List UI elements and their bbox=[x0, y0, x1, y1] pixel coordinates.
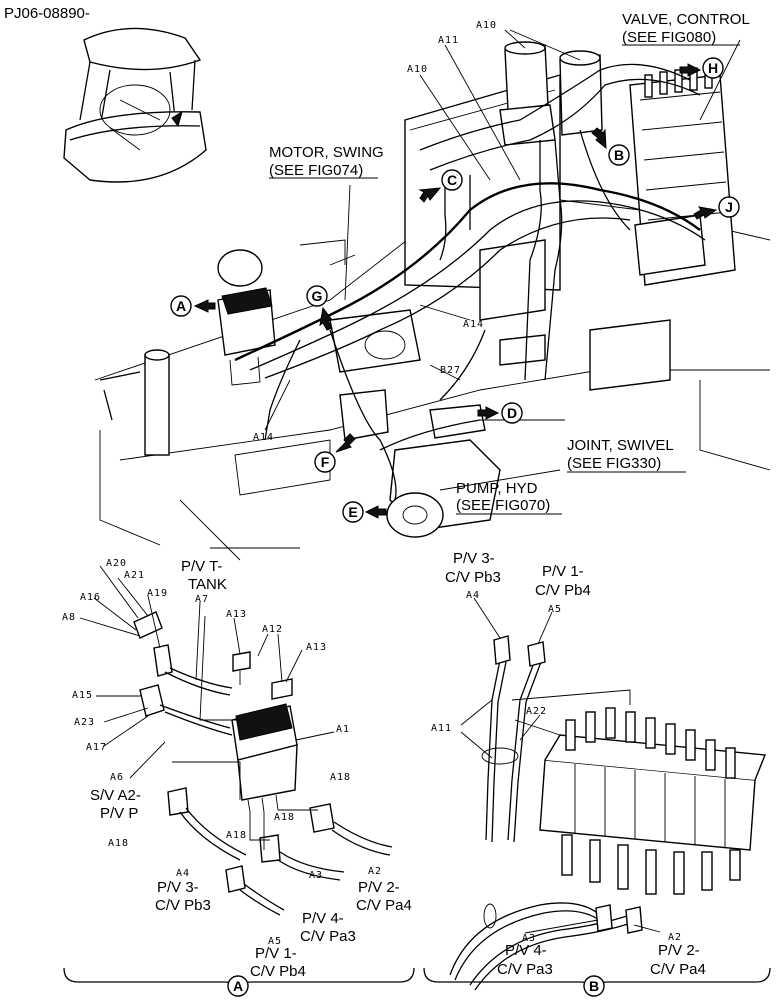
svg-text:E: E bbox=[348, 504, 357, 520]
svg-text:P/V T-: P/V T- bbox=[181, 558, 222, 575]
svg-text:C/V Pb3: C/V Pb3 bbox=[445, 569, 501, 586]
svg-text:B27: B27 bbox=[440, 365, 461, 376]
svg-text:A14: A14 bbox=[463, 319, 484, 330]
svg-text:A11: A11 bbox=[438, 35, 459, 46]
callout-d: D bbox=[477, 402, 523, 424]
svg-text:P/V P: P/V P bbox=[100, 805, 138, 822]
svg-text:P/V 1-: P/V 1- bbox=[255, 945, 297, 962]
callout-c: C bbox=[418, 169, 463, 203]
label-pump-hyd: PUMP, HYD (SEE FIG070) bbox=[456, 480, 562, 515]
svg-text:B: B bbox=[614, 147, 624, 163]
svg-text:A11: A11 bbox=[431, 723, 452, 734]
svg-text:A2: A2 bbox=[668, 932, 682, 943]
svg-text:A22: A22 bbox=[526, 706, 547, 717]
svg-text:A: A bbox=[176, 298, 186, 314]
svg-text:A14: A14 bbox=[253, 432, 274, 443]
detail-b bbox=[449, 597, 766, 991]
svg-text:G: G bbox=[312, 288, 323, 304]
svg-text:A5: A5 bbox=[548, 604, 562, 615]
machine-thumbnail bbox=[63, 27, 207, 183]
svg-text:MOTOR, SWING: MOTOR, SWING bbox=[269, 144, 384, 161]
svg-text:A2: A2 bbox=[368, 866, 382, 877]
svg-text:P/V 2-: P/V 2- bbox=[358, 879, 400, 896]
svg-text:H: H bbox=[708, 60, 718, 76]
main-part-refs: A10 A11 A10 A14 B27 A14 bbox=[253, 20, 497, 443]
callout-g: G bbox=[306, 285, 333, 331]
svg-text:A15: A15 bbox=[72, 690, 93, 701]
svg-text:A19: A19 bbox=[147, 588, 168, 599]
svg-text:A7: A7 bbox=[195, 594, 209, 605]
callout-h: H bbox=[679, 57, 724, 79]
svg-text:A4: A4 bbox=[176, 868, 190, 879]
svg-text:A20: A20 bbox=[106, 558, 127, 569]
detail-b-labels: P/V 3- C/V Pb3 P/V 1- C/V Pb4 P/V 4- C/V… bbox=[445, 550, 706, 978]
svg-text:P/V 3-: P/V 3- bbox=[453, 550, 495, 567]
svg-text:A18: A18 bbox=[330, 772, 351, 783]
svg-text:A10: A10 bbox=[476, 20, 497, 31]
svg-text:C/V Pa4: C/V Pa4 bbox=[356, 897, 412, 914]
svg-text:C/V Pa3: C/V Pa3 bbox=[300, 928, 356, 945]
svg-text:F: F bbox=[321, 454, 330, 470]
svg-text:P/V 1-: P/V 1- bbox=[542, 563, 584, 580]
main-assembly bbox=[94, 29, 771, 561]
svg-text:S/V A2-: S/V A2- bbox=[90, 787, 141, 804]
svg-text:A1: A1 bbox=[336, 724, 350, 735]
svg-text:JOINT, SWIVEL: JOINT, SWIVEL bbox=[567, 437, 674, 454]
svg-text:A23: A23 bbox=[74, 717, 95, 728]
detail-a bbox=[79, 565, 393, 916]
svg-text:A3: A3 bbox=[309, 870, 323, 881]
svg-text:PUMP, HYD: PUMP, HYD bbox=[456, 480, 538, 497]
svg-text:P/V 4-: P/V 4- bbox=[302, 910, 344, 927]
svg-text:(SEE FIG330): (SEE FIG330) bbox=[567, 455, 661, 472]
label-valve-control: VALVE, CONTROL (SEE FIG080) bbox=[622, 11, 750, 46]
svg-text:C/V Pb4: C/V Pb4 bbox=[250, 963, 306, 980]
label-joint-swivel: JOINT, SWIVEL (SEE FIG330) bbox=[567, 437, 686, 473]
callout-f: F bbox=[314, 433, 356, 473]
label-motor-swing: MOTOR, SWING (SEE FIG074) bbox=[269, 144, 384, 179]
svg-text:(SEE FIG070): (SEE FIG070) bbox=[456, 497, 550, 514]
svg-text:A13: A13 bbox=[226, 609, 247, 620]
svg-text:J: J bbox=[725, 199, 733, 215]
callout-e: E bbox=[342, 501, 387, 523]
svg-text:(SEE FIG080): (SEE FIG080) bbox=[622, 29, 716, 46]
svg-text:P/V 4-: P/V 4- bbox=[505, 942, 547, 959]
svg-text:A21: A21 bbox=[124, 570, 145, 581]
document-id: PJ06-08890- bbox=[4, 5, 90, 22]
svg-text:C/V Pa3: C/V Pa3 bbox=[497, 961, 553, 978]
svg-text:VALVE, CONTROL: VALVE, CONTROL bbox=[622, 11, 750, 28]
detail-a-part-refs: A20 A21 A16 A19 A8 A7 A13 A12 A13 A15 A2… bbox=[62, 558, 382, 947]
callout-j: J bbox=[693, 196, 740, 220]
svg-text:A10: A10 bbox=[407, 64, 428, 75]
svg-text:(SEE FIG074): (SEE FIG074) bbox=[269, 162, 363, 179]
svg-text:A: A bbox=[233, 978, 243, 994]
detail-brace-a: A bbox=[63, 967, 415, 997]
svg-text:C: C bbox=[447, 172, 457, 188]
svg-text:D: D bbox=[507, 405, 517, 421]
svg-text:A5: A5 bbox=[268, 936, 282, 947]
svg-text:P/V 2-: P/V 2- bbox=[658, 942, 700, 959]
svg-text:A18: A18 bbox=[226, 830, 247, 841]
svg-text:A8: A8 bbox=[62, 612, 76, 623]
svg-text:A3: A3 bbox=[522, 933, 536, 944]
svg-text:C/V Pa4: C/V Pa4 bbox=[650, 961, 706, 978]
svg-text:A4: A4 bbox=[466, 590, 480, 601]
svg-text:A18: A18 bbox=[108, 838, 129, 849]
svg-text:C/V Pb3: C/V Pb3 bbox=[155, 897, 211, 914]
detail-brace-b: B bbox=[423, 967, 771, 997]
svg-text:C/V Pb4: C/V Pb4 bbox=[535, 582, 591, 599]
detail-b-part-refs: A4 A5 A11 A22 A3 A2 bbox=[431, 590, 682, 944]
callout-a: A bbox=[170, 295, 216, 317]
svg-text:A18: A18 bbox=[274, 812, 295, 823]
svg-text:A16: A16 bbox=[80, 592, 101, 603]
detail-a-labels: P/V T- TANK S/V A2- P/V P P/V 3- C/V Pb3… bbox=[90, 558, 412, 980]
svg-text:B: B bbox=[589, 978, 599, 994]
svg-text:A12: A12 bbox=[262, 624, 283, 635]
svg-text:A17: A17 bbox=[86, 742, 107, 753]
svg-text:A13: A13 bbox=[306, 642, 327, 653]
callout-b: B bbox=[591, 127, 630, 166]
svg-text:A6: A6 bbox=[110, 772, 124, 783]
svg-text:P/V 3-: P/V 3- bbox=[157, 879, 199, 896]
svg-text:TANK: TANK bbox=[188, 576, 227, 593]
